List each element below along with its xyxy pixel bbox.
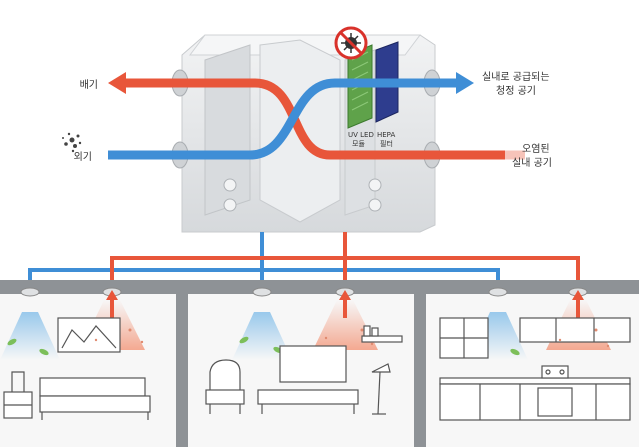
- label-uv-line2: 모듈: [352, 140, 365, 148]
- label-exhaust: 배기: [80, 79, 98, 91]
- label-uv-line1: UV LED: [348, 131, 374, 139]
- bed-icon: [3, 317, 151, 420]
- label-hepa-line2: 필터: [380, 139, 393, 148]
- label-outdoor-air: 외기: [74, 151, 92, 163]
- leaf-decorations: [7, 336, 520, 356]
- label-supply-line2: 청정 공기: [496, 85, 536, 97]
- room-dust-dots: [94, 328, 610, 348]
- floor-lamp-icon: [371, 363, 391, 415]
- label-supply-line1: 실내로 공급되는: [482, 71, 550, 83]
- virus-prohibited-icon: [334, 26, 368, 60]
- fresh-arrow-head: [456, 72, 474, 94]
- fresh-airflow: [108, 78, 460, 160]
- dust-particles-icon: [62, 132, 82, 153]
- label-polluted-line2: 실내 공기: [512, 157, 552, 169]
- label-hepa-line1: HEPA: [377, 131, 395, 139]
- kitchen-cabinets-icon: [439, 317, 631, 421]
- label-polluted-line1: 오염된: [522, 143, 550, 155]
- exhaust-arrow-head: [108, 72, 126, 94]
- tv-icon: [257, 325, 403, 414]
- armchair-icon: [205, 359, 245, 414]
